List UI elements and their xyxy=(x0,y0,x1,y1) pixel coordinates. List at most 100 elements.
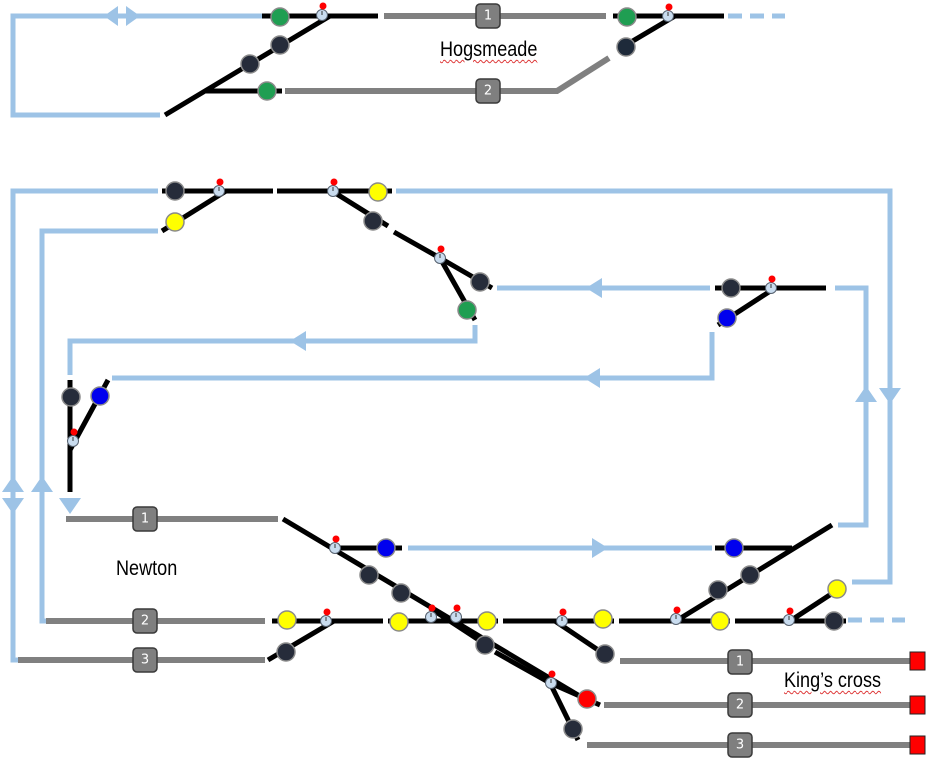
station-name: Newton xyxy=(116,557,178,580)
hogsmeade-track-1-label: 1 xyxy=(475,3,501,29)
direction-arrows xyxy=(2,6,901,558)
signal-dark-icon xyxy=(740,565,760,585)
signal-yellow-icon xyxy=(389,612,409,632)
track-number: 2 xyxy=(484,84,492,99)
kings-cross-track-2-label: 2 xyxy=(727,692,753,718)
signal-yellow-icon xyxy=(593,609,613,629)
signal-dark-icon xyxy=(595,644,615,664)
kings-cross-track-3-label: 3 xyxy=(727,732,753,758)
signal-yellow-icon xyxy=(710,611,730,631)
arrow-down-icon xyxy=(59,498,81,514)
switch-motor-icon[interactable] xyxy=(783,607,795,626)
track-number: 3 xyxy=(736,738,744,753)
track-number: 3 xyxy=(141,653,149,668)
hogsmeade-track-2 xyxy=(285,55,611,94)
track-number: 1 xyxy=(736,655,744,670)
signal-blue-icon xyxy=(90,386,110,406)
newton-track-3-label: 3 xyxy=(132,647,158,673)
signal-green-icon xyxy=(457,300,477,320)
outer-left-loop xyxy=(10,188,158,663)
signal-blue-icon xyxy=(376,538,396,558)
arrow-up-icon xyxy=(31,476,53,492)
arrow-right-icon xyxy=(126,6,140,26)
signal-green-icon xyxy=(617,7,637,27)
buffer-stop-icon xyxy=(909,695,926,715)
switch-segment xyxy=(392,229,442,261)
signal-blue-icon xyxy=(717,308,737,328)
switch-motor-icon[interactable] xyxy=(450,604,462,623)
inner-left-loop xyxy=(39,228,158,624)
signal-dark-icon xyxy=(61,387,81,407)
switch-motor-icon[interactable] xyxy=(213,178,225,197)
track-number: 2 xyxy=(141,614,149,629)
station-label-kings-cross: King’s cross xyxy=(784,669,881,693)
track-number: 1 xyxy=(141,512,149,527)
switch-motor-icon[interactable] xyxy=(316,2,328,21)
arrow-down-icon xyxy=(2,498,24,514)
switch-motor-icon[interactable] xyxy=(545,670,557,689)
switch-motors xyxy=(67,2,795,689)
arrow-left-icon xyxy=(290,331,306,351)
switch-motor-icon[interactable] xyxy=(327,178,339,197)
switch-motor-icon[interactable] xyxy=(765,275,777,294)
station-name: King’s cross xyxy=(784,669,882,692)
connecting-lines xyxy=(10,13,905,663)
signal-yellow-icon xyxy=(368,182,388,202)
arrow-down-icon xyxy=(879,388,901,404)
signal-dark-icon xyxy=(270,35,290,55)
signal-dark-icon xyxy=(391,583,411,603)
signal-dark-icon xyxy=(563,719,583,739)
signal-dark-icon xyxy=(165,181,185,201)
loop-340 xyxy=(67,325,478,375)
station-label-hogsmeade: Hogsmeade xyxy=(440,38,537,62)
signal-dark-icon xyxy=(616,37,636,57)
buffer-stop-icon xyxy=(909,735,926,755)
buffer-stops xyxy=(909,651,926,755)
buffer-stop-icon xyxy=(909,651,926,671)
signals xyxy=(61,7,847,739)
switch-motor-icon[interactable] xyxy=(320,608,332,627)
switch-motor-icon[interactable] xyxy=(556,608,568,627)
signal-dark-icon xyxy=(470,272,490,292)
arrow-left-icon xyxy=(584,368,600,388)
signal-dark-icon xyxy=(824,611,844,631)
outer-right-loop xyxy=(396,188,893,585)
newton-track-2-label: 2 xyxy=(132,608,158,634)
arrow-right-icon xyxy=(592,538,608,558)
switch-segment xyxy=(493,649,552,686)
station-label-newton: Newton xyxy=(116,557,177,581)
track-number: 2 xyxy=(736,698,744,713)
signal-dark-icon xyxy=(363,211,383,231)
arrow-up-icon xyxy=(2,476,24,492)
signal-yellow-icon xyxy=(827,579,847,599)
signal-green-icon xyxy=(257,81,277,101)
arrow-up-icon xyxy=(855,386,877,402)
newton-track-1-label: 1 xyxy=(132,506,158,532)
signal-dark-icon xyxy=(708,580,728,600)
signal-dark-icon xyxy=(276,642,296,662)
signal-yellow-icon xyxy=(165,212,185,232)
signal-dark-icon xyxy=(721,278,741,298)
signal-dark-icon xyxy=(240,54,260,74)
loop-378 xyxy=(112,332,715,381)
switch-motor-icon[interactable] xyxy=(329,535,341,554)
signal-dark-icon xyxy=(475,635,495,655)
switch-motor-icon[interactable] xyxy=(67,428,79,447)
hogsmeade-track-2-label: 2 xyxy=(475,78,501,104)
switch-motor-icon[interactable] xyxy=(670,606,682,625)
kings-cross-track-1-label: 1 xyxy=(727,649,753,675)
track-number-boxes: 1 2 1 2 3 1 2 3 xyxy=(132,3,753,758)
switch-motor-icon[interactable] xyxy=(662,3,674,22)
inner-right-loop xyxy=(835,285,869,528)
signal-green-icon xyxy=(270,7,290,27)
arrow-left-icon xyxy=(104,6,118,26)
switch-motor-icon[interactable] xyxy=(434,245,446,264)
signal-blue-icon xyxy=(724,538,744,558)
arrow-left-icon xyxy=(586,278,602,298)
hogsmeade-loop xyxy=(10,13,262,118)
station-name: Hogsmeade xyxy=(440,38,538,61)
signal-yellow-icon xyxy=(477,611,497,631)
signal-red-icon xyxy=(577,689,597,709)
switch-motor-icon[interactable] xyxy=(425,604,437,623)
